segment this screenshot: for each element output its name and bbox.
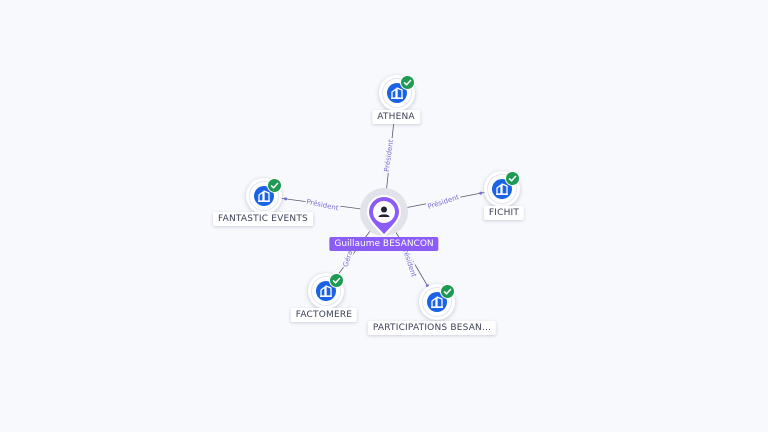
company-name-label[interactable]: ATHENA bbox=[372, 110, 420, 124]
company-name-label[interactable]: FICHIT bbox=[483, 206, 525, 220]
company-node[interactable] bbox=[484, 171, 520, 207]
company-name-label[interactable]: PARTICIPATIONS BESAN... bbox=[367, 321, 497, 335]
person-name-label[interactable]: Guillaume BESANCON bbox=[329, 237, 439, 251]
edge-relation-label: Président bbox=[306, 198, 340, 213]
company-name-label[interactable]: FACTOMERE bbox=[290, 308, 358, 322]
edge-arrow bbox=[479, 191, 483, 195]
verified-check-icon bbox=[267, 178, 282, 193]
verified-check-icon bbox=[400, 75, 415, 90]
company-node[interactable] bbox=[419, 284, 455, 320]
verified-check-icon bbox=[505, 171, 520, 186]
edge-relation-label: Président bbox=[427, 193, 461, 211]
verified-check-icon bbox=[329, 273, 344, 288]
edge-relation-label: Président bbox=[383, 139, 396, 173]
company-node[interactable] bbox=[308, 273, 344, 309]
person-icon bbox=[366, 194, 402, 238]
company-node[interactable] bbox=[379, 75, 415, 111]
verified-check-icon bbox=[440, 284, 455, 299]
company-node[interactable] bbox=[246, 178, 282, 214]
company-name-label[interactable]: FANTASTIC EVENTS bbox=[213, 212, 313, 226]
edge-arrow bbox=[284, 197, 288, 201]
person-node[interactable] bbox=[366, 194, 402, 238]
